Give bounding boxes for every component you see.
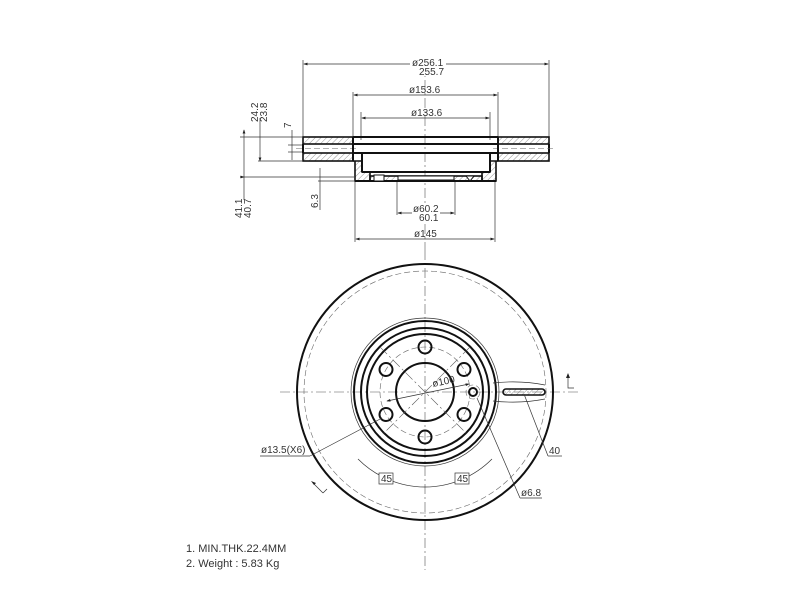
side-view: ø256.1 255.7 ø153.6 ø133.6 ø60.2 60.1 ø1…	[234, 56, 556, 250]
dim-slot: 40	[549, 446, 561, 457]
dim-height-max: 41.1	[234, 198, 245, 218]
dim-outer-max: 256.1	[418, 58, 443, 69]
svg-text:ø13.5(X6): ø13.5(X6)	[261, 445, 305, 456]
bolt-holes	[378, 339, 472, 445]
note-min-thickness: 1. MIN.THK.22.4MM	[186, 543, 287, 555]
dim-angle-right: 45	[457, 474, 469, 485]
svg-text:ø133.6: ø133.6	[411, 108, 443, 119]
dim-bolt-circle: 100	[437, 374, 456, 388]
svg-text:ø100: ø100	[431, 374, 456, 390]
notes: 1. MIN.THK.22.4MM 2. Weight : 5.83 Kg	[186, 542, 286, 572]
dim-small-hole: 6.8	[527, 488, 541, 499]
dim-hub-thickness: 6.3	[310, 194, 321, 208]
dim-inner-diameter: 133.6	[417, 108, 442, 119]
dim-thickness-min: 23.8	[259, 102, 270, 122]
dim-bolt-holes: 13.5(X6)	[267, 445, 305, 456]
svg-text:ø256.1: ø256.1	[412, 58, 444, 69]
dim-height-min: 40.7	[243, 198, 254, 218]
front-view: ø100 ø13.5(X6) 45 45 ø6.8 40	[260, 250, 580, 570]
dim-hat-diameter: 153.6	[415, 85, 440, 96]
svg-text:ø145: ø145	[414, 229, 437, 240]
svg-text:ø60.2: ø60.2	[413, 204, 439, 215]
dim-angle-left: 45	[381, 474, 393, 485]
dim-bore-max: 60.2	[419, 204, 439, 215]
dim-hub-diameter: 145	[420, 229, 437, 240]
dim-thickness-max: 24.2	[250, 102, 261, 122]
svg-text:ø6.8: ø6.8	[521, 488, 541, 499]
note-weight: 2. Weight : 5.83 Kg	[186, 558, 280, 570]
svg-text:ø153.6: ø153.6	[409, 85, 441, 96]
dim-bore-min: 60.1	[419, 213, 439, 224]
dim-outer-min: 255.7	[419, 67, 444, 78]
dim-vent-gap: 7	[283, 122, 294, 128]
